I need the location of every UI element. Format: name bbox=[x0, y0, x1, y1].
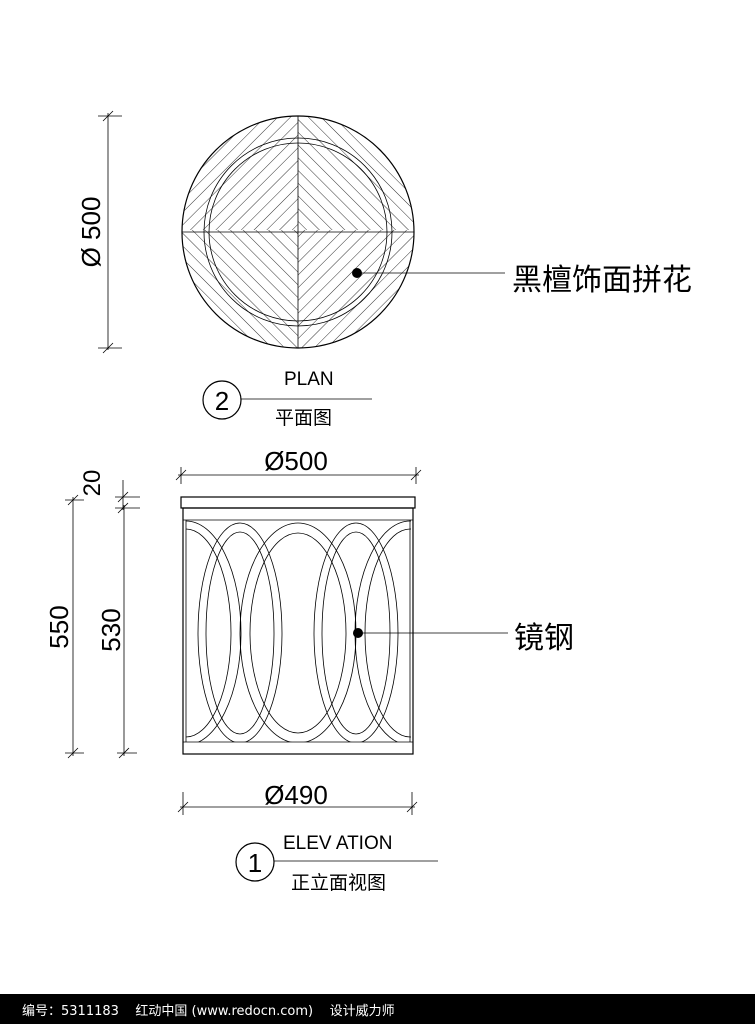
elevation-top-width-label: Ø500 bbox=[264, 446, 328, 476]
elevation-view-number: 1 bbox=[248, 848, 262, 878]
elevation-body bbox=[182, 507, 414, 755]
elevation-view-title: 1 ELEV ATION 正立面视图 bbox=[235, 833, 438, 894]
elevation-material-label: 镜钢 bbox=[514, 622, 574, 655]
elevation-material-callout: 镜钢 bbox=[353, 622, 574, 655]
watermark-footer: 编号：5311183 红动中国 (www.redocn.com) 设计威力师 bbox=[0, 994, 755, 1024]
plan-view-subtitle-text: 平面图 bbox=[275, 408, 332, 429]
plan-view-title-text: PLAN bbox=[284, 369, 334, 390]
elevation-total-height-label: 550 bbox=[44, 605, 74, 648]
elevation-table-top bbox=[180, 496, 416, 509]
elevation-body-height-label: 530 bbox=[96, 608, 126, 651]
plan-circle bbox=[181, 115, 415, 349]
plan-material-label: 黑檀饰面拼花 bbox=[512, 264, 692, 297]
elevation-top-thickness-label: 20 bbox=[79, 470, 106, 497]
elevation-view-title-text: ELEV ATION bbox=[283, 833, 392, 854]
elevation-view: Ø500 bbox=[44, 446, 574, 894]
drawing-canvas: Ø 500 黑檀饰面拼花 2 PLAN 平面图 bbox=[44, 110, 692, 894]
plan-view: Ø 500 黑檀饰面拼花 2 PLAN 平面图 bbox=[76, 110, 692, 429]
plan-view-title: 2 PLAN 平面图 bbox=[202, 369, 372, 429]
plan-diameter-dimension: Ø 500 bbox=[76, 110, 122, 354]
plan-view-number: 2 bbox=[215, 386, 229, 416]
elevation-bottom-width-dimension: Ø490 bbox=[177, 780, 418, 815]
elevation-height-dimensions: 20 550 530 bbox=[44, 470, 140, 759]
plan-diameter-label: Ø 500 bbox=[76, 197, 106, 268]
footer-text: 编号：5311183 红动中国 (www.redocn.com) 设计威力师 bbox=[22, 1003, 395, 1019]
elevation-top-width-dimension: Ø500 bbox=[175, 446, 422, 484]
elevation-view-subtitle-text: 正立面视图 bbox=[291, 872, 386, 894]
plan-material-callout: 黑檀饰面拼花 bbox=[352, 264, 692, 297]
elevation-bottom-width-label: Ø490 bbox=[264, 780, 328, 810]
